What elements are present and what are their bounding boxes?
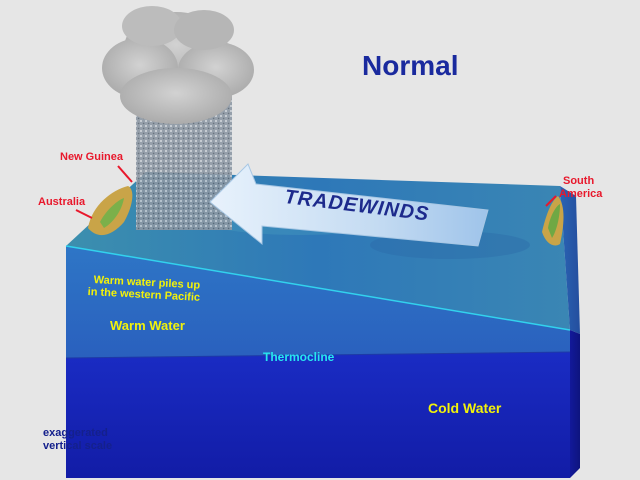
scale-note-line1: exaggerated bbox=[43, 427, 108, 439]
thermocline-line bbox=[65, 351, 571, 359]
south-america-label-line2: America bbox=[559, 188, 603, 200]
australia-pointer bbox=[75, 209, 93, 219]
scale-note-line2: vertical scale bbox=[43, 440, 113, 452]
warm-water-layer bbox=[66, 246, 570, 358]
right-face-warm bbox=[560, 186, 580, 334]
cold-water-label: Cold Water bbox=[428, 400, 502, 416]
australia-land bbox=[100, 198, 124, 228]
thermocline-label: Thermocline bbox=[263, 350, 335, 364]
diagram-title: Normal bbox=[362, 50, 459, 81]
south-america-pointer bbox=[545, 195, 557, 207]
tradewinds-arrow bbox=[209, 163, 489, 247]
thermocline-line bbox=[65, 245, 571, 331]
cold-water-layer bbox=[66, 352, 570, 478]
new-guinea-pointer bbox=[117, 165, 133, 183]
south-america-land bbox=[548, 204, 560, 238]
warm-water-label: Warm Water bbox=[110, 318, 185, 333]
australia-label: Australia bbox=[38, 196, 86, 208]
storm-cloud bbox=[102, 6, 254, 124]
south-america-label-line1: South bbox=[563, 175, 595, 187]
right-face-cold bbox=[570, 330, 580, 478]
new-guinea-label: New Guinea bbox=[60, 151, 123, 163]
